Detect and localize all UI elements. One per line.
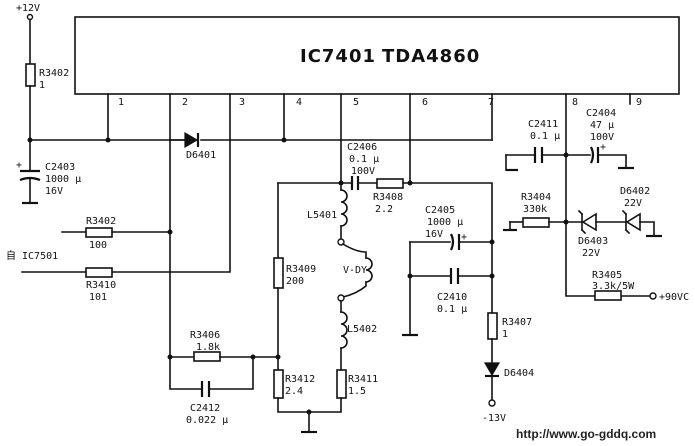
c2412-value: 0.022 µ	[186, 415, 228, 426]
r3408-ref: R3408	[373, 192, 403, 203]
d6404-ref: D6404	[504, 368, 534, 379]
resistor-r3402-top	[25, 63, 36, 87]
c2410-value: 0.1 µ	[437, 304, 467, 315]
ic-part-label: TDA4860	[382, 46, 480, 67]
diode-d6404	[483, 362, 501, 377]
r3411-ref: R3411	[348, 374, 378, 385]
c2411-ref: C2411	[528, 119, 558, 130]
d6402-ref: D6402	[620, 186, 650, 197]
from-ic7501-label: 自 IC7501	[6, 249, 58, 262]
r3406-ref: R3406	[190, 330, 220, 341]
c2404-value: 47 µ	[590, 120, 614, 131]
diode-d6401	[184, 131, 199, 149]
c2403-ref: C2403	[45, 162, 75, 173]
c2405-polarity: +	[461, 232, 467, 243]
r3406-value: 1.8k	[196, 342, 220, 353]
c2412-ref: C2412	[190, 403, 220, 414]
ic-body	[74, 16, 680, 95]
ic-pin-9: 9	[636, 97, 642, 108]
c2406-value: 0.1 µ	[349, 154, 379, 165]
r3407-ref: R3407	[502, 317, 532, 328]
deflection-yoke-vdy	[365, 257, 373, 283]
l5401-ref: L5401	[307, 210, 337, 221]
c2405-value: 1000 µ	[427, 217, 463, 228]
ic-pin-8: 8	[572, 97, 578, 108]
r3410-value: 101	[89, 292, 107, 303]
c2406-rating: 100V	[351, 166, 375, 177]
resistor-r3411	[336, 369, 347, 399]
r3412-value: 2.4	[285, 386, 303, 397]
resistor-r3407	[487, 312, 498, 340]
c2405-ref: C2405	[425, 205, 455, 216]
c2403-polarity: +	[16, 160, 22, 171]
r3402-top-ref: R3402	[39, 68, 69, 79]
resistor-r3410	[85, 267, 113, 278]
supply-12v-label: +12V	[16, 3, 40, 14]
resistor-r3412	[273, 369, 284, 399]
c2404-rating: 100V	[590, 132, 614, 143]
r3402-top-value: 1	[39, 80, 45, 91]
d6403-ref: D6403	[578, 236, 608, 247]
d6403-value: 22V	[582, 248, 600, 259]
ic-pin-2: 2	[182, 97, 188, 108]
resistor-r3408	[376, 178, 404, 189]
r3408-value: 2.2	[375, 204, 393, 215]
inductor-l5402	[340, 311, 348, 349]
r3402-left-ref: R3402	[86, 216, 116, 227]
resistor-r3404	[522, 217, 550, 228]
ic-pin-1: 1	[118, 97, 124, 108]
vdy-ref: V-DY	[343, 265, 367, 276]
r3405-ref: R3405	[592, 270, 622, 281]
ic-pin-5: 5	[353, 97, 359, 108]
zener-d6403	[581, 212, 597, 232]
l5402-ref: L5402	[347, 324, 377, 335]
resistor-r3409	[273, 257, 284, 289]
ic-ref-label: IC7401	[300, 46, 376, 67]
ic-pin-4: 4	[296, 97, 302, 108]
ic-pin-3: 3	[239, 97, 245, 108]
r3404-ref: R3404	[521, 192, 551, 203]
c2404-polarity: +	[600, 142, 606, 153]
c2403-rating: 16V	[45, 186, 63, 197]
r3405-value: 3.3k/5W	[592, 281, 635, 292]
ic-pin-7: 7	[488, 97, 494, 108]
inductor-l5401	[340, 189, 348, 227]
supply-12v: +12V	[16, 3, 40, 21]
supply-m13v-label: -13V	[482, 413, 506, 424]
supply-90vc-label: +90VC	[659, 292, 689, 303]
r3410-ref: R3410	[86, 280, 116, 291]
c2403-value: 1000 µ	[45, 174, 81, 185]
ic-pin-6: 6	[422, 97, 428, 108]
zener-d6402	[625, 212, 641, 232]
d6402-value: 22V	[624, 198, 642, 209]
watermark: http://www.go-gddq.com	[516, 427, 656, 441]
resistor-r3405	[594, 290, 622, 301]
r3407-value: 1	[502, 329, 508, 340]
c2410-ref: C2410	[437, 292, 467, 303]
resistor-r3402-left	[85, 227, 113, 238]
r3409-value: 200	[286, 276, 304, 287]
c2405-rating: 16V	[425, 229, 443, 240]
r3409-ref: R3409	[286, 264, 316, 275]
c2404-ref: C2404	[586, 108, 616, 119]
r3402-left-value: 100	[89, 240, 107, 251]
d6401-ref: D6401	[186, 150, 216, 161]
c2411-value: 0.1 µ	[530, 131, 560, 142]
r3404-value: 330k	[523, 204, 547, 215]
r3411-value: 1.5	[348, 386, 366, 397]
r3412-ref: R3412	[285, 374, 315, 385]
resistor-r3406	[193, 351, 221, 362]
c2406-ref: C2406	[347, 142, 377, 153]
